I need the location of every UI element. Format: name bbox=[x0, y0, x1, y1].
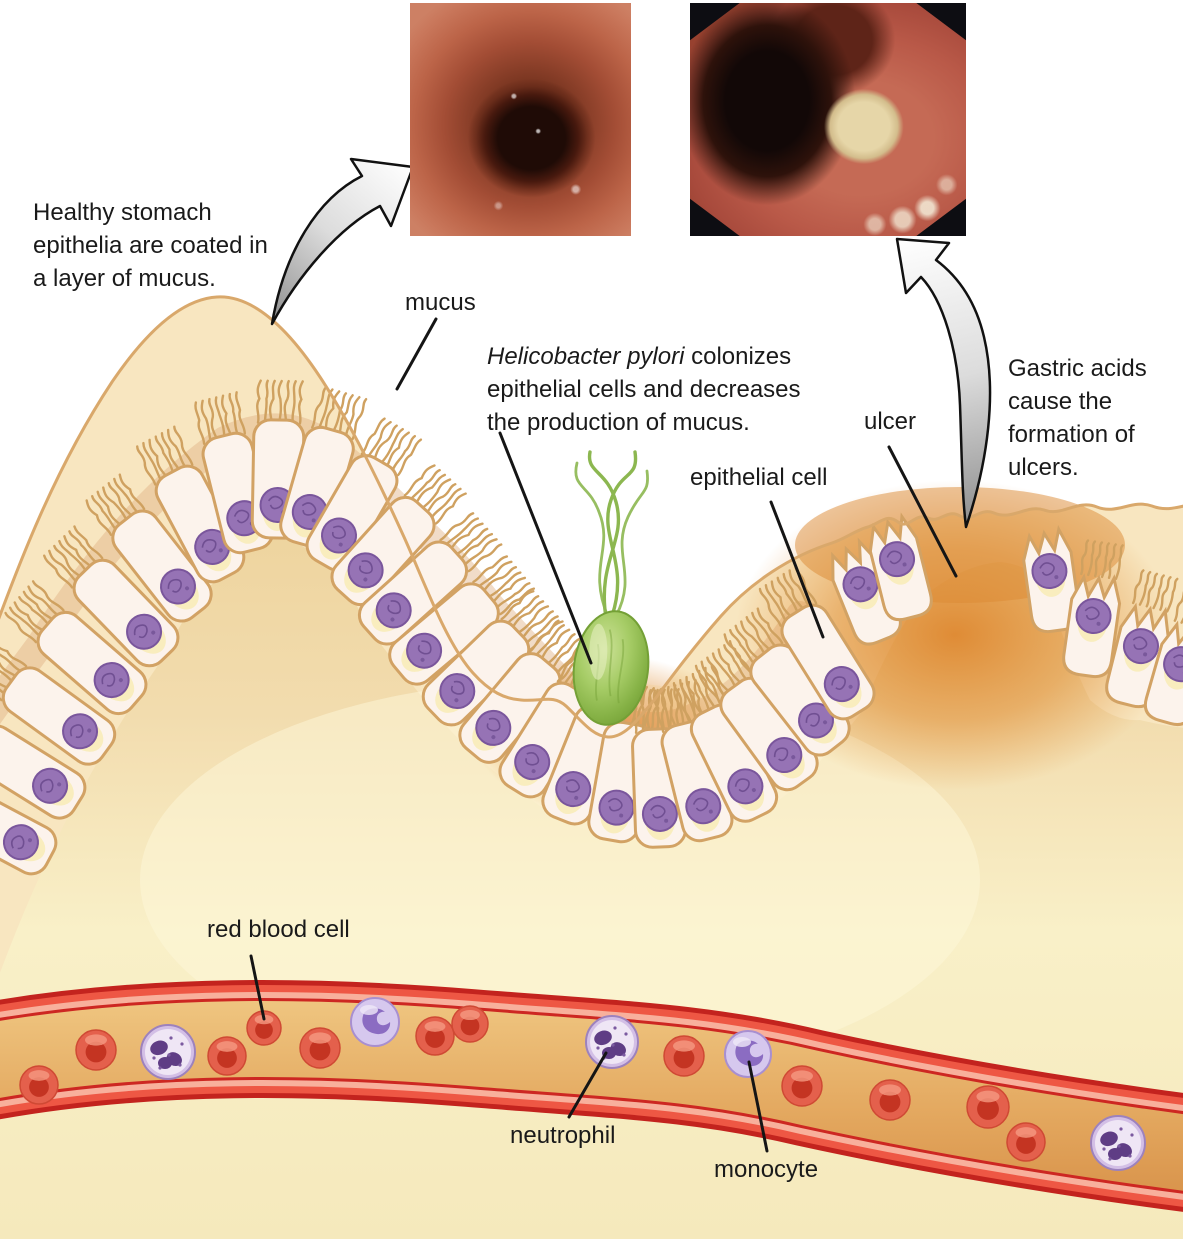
cell-nucleus bbox=[598, 789, 635, 826]
red-blood-cell bbox=[451, 1005, 489, 1043]
cell-nucleus bbox=[126, 613, 163, 650]
red-blood-cell bbox=[299, 1027, 341, 1069]
red-blood-cell bbox=[663, 1035, 705, 1077]
neutrophil-leader-line bbox=[567, 1051, 608, 1119]
leader-lines bbox=[249, 317, 958, 1153]
cell-nucleus bbox=[475, 709, 512, 746]
healthy-stomach-endoscopy-photo bbox=[410, 3, 631, 236]
epithelial-cell bbox=[723, 607, 851, 757]
helicobacter-pylori-bacterium bbox=[572, 450, 650, 726]
endoscope-view bbox=[690, 3, 966, 236]
red-blood-cell bbox=[781, 1065, 823, 1107]
epithelial-cell bbox=[0, 724, 87, 820]
epithelial-cell bbox=[43, 525, 180, 668]
flagellum bbox=[574, 461, 610, 619]
red-blood-cell bbox=[19, 1065, 59, 1105]
ulcer-leader-line bbox=[887, 445, 958, 578]
cell-nucleus bbox=[62, 713, 99, 750]
cell-nucleus bbox=[375, 592, 412, 629]
epithelial-cell-leader-line bbox=[769, 500, 825, 639]
red-blood-cell bbox=[415, 1016, 455, 1056]
flagellum bbox=[606, 450, 638, 618]
gastric-note: Gastric acids cause the formation of ulc… bbox=[1008, 355, 1147, 482]
epithelial-cell bbox=[831, 537, 902, 646]
mucus-leader-line bbox=[395, 317, 438, 391]
flagellum bbox=[614, 469, 649, 618]
cell-nucleus bbox=[32, 767, 69, 804]
cell-nucleus bbox=[555, 771, 592, 808]
red-blood-cell-leader-line bbox=[249, 954, 266, 1021]
mucus-contour bbox=[0, 295, 1183, 739]
epithelial-cell bbox=[305, 417, 423, 572]
hpylori-note-rest: colonizes epithelial cells and decreases… bbox=[487, 343, 801, 437]
red-blood-cell bbox=[966, 1085, 1010, 1129]
epithelial-cell bbox=[357, 512, 503, 646]
healthy-note: Healthy stomach epithelia are coated in … bbox=[33, 199, 268, 293]
neutrophil-cell bbox=[585, 1015, 639, 1069]
ulcer-label: ulcer bbox=[864, 408, 917, 435]
neutrophil-cell bbox=[140, 1024, 196, 1080]
hpylori-note-species: Helicobacter pylori bbox=[487, 343, 685, 370]
cell-nucleus bbox=[1075, 598, 1112, 635]
epithelial-cell bbox=[0, 638, 117, 766]
epithelial-cell bbox=[0, 784, 58, 876]
epithelial-cell bbox=[136, 425, 246, 584]
cell-nucleus bbox=[406, 632, 443, 669]
cell-nucleus bbox=[641, 795, 678, 832]
red-blood-cell-label: red blood cell bbox=[207, 916, 350, 943]
healthy-photo-arrow bbox=[270, 157, 415, 326]
cell-nucleus bbox=[879, 541, 916, 578]
cell-nucleus bbox=[439, 673, 476, 710]
cell-nucleus bbox=[2, 824, 39, 861]
epithelial-cell bbox=[868, 512, 933, 622]
blood-cells bbox=[19, 997, 1146, 1171]
cell-nucleus bbox=[514, 744, 551, 781]
epithelial-cell bbox=[694, 639, 819, 792]
epithelial-cell bbox=[85, 473, 213, 623]
flagellum bbox=[587, 450, 621, 620]
cell-nucleus bbox=[93, 662, 130, 699]
cell-nucleus bbox=[1031, 553, 1068, 590]
cell-nucleus bbox=[766, 737, 803, 774]
cell-nucleus bbox=[1163, 646, 1183, 683]
epithelial-cell bbox=[458, 619, 592, 764]
epithelial-cell bbox=[4, 580, 148, 716]
epithelial-cell bbox=[672, 663, 779, 823]
monocyte-label: monocyte bbox=[714, 1156, 819, 1183]
cell-nucleus bbox=[1122, 628, 1159, 665]
neutrophil-label: neutrophil bbox=[510, 1122, 616, 1149]
mucus-label: mucus bbox=[405, 289, 476, 316]
neutrophil-cell bbox=[1090, 1115, 1146, 1171]
epithelial-cell bbox=[1143, 587, 1183, 727]
monocyte-cell bbox=[724, 1030, 772, 1078]
cell-nucleus bbox=[727, 768, 764, 805]
monocyte-leader-line bbox=[747, 1060, 769, 1153]
cell-nucleus bbox=[685, 788, 722, 825]
cell-nucleus bbox=[347, 552, 384, 589]
epithelial-cell bbox=[1062, 539, 1124, 679]
hpylori-leader-line bbox=[498, 431, 593, 665]
red-blood-cell bbox=[207, 1036, 247, 1076]
epithelial-cell bbox=[330, 464, 467, 607]
monocyte-cell bbox=[350, 997, 400, 1047]
red-blood-cell bbox=[246, 1010, 282, 1046]
ulcer-photo-arrow bbox=[895, 237, 992, 529]
stomach-ulcer-endoscopy-photo bbox=[690, 3, 966, 236]
epithelial-cell bbox=[421, 590, 564, 727]
epithelial-cell bbox=[758, 565, 876, 721]
epithelial-cell-label: epithelial cell bbox=[690, 464, 828, 491]
red-blood-cell bbox=[1006, 1122, 1046, 1162]
cell-nucleus bbox=[160, 568, 197, 605]
hpylori-note: Helicobacter pylori colonizes epithelial… bbox=[487, 340, 832, 439]
cell-nucleus bbox=[823, 666, 860, 703]
red-blood-cell bbox=[869, 1079, 911, 1121]
red-blood-cell bbox=[75, 1029, 117, 1071]
